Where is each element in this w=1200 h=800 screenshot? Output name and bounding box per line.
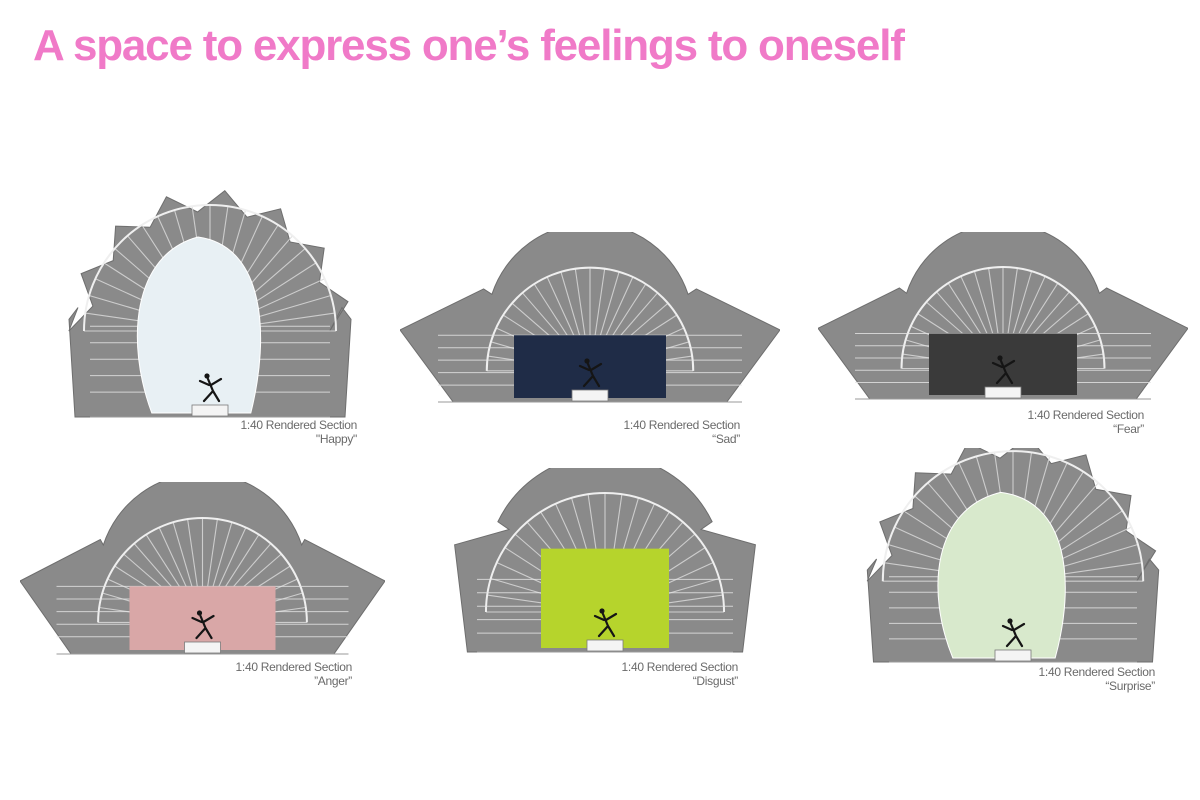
section-anger [20,482,385,662]
interior-render [937,491,1066,659]
caption-disgust: 1:40 Rendered Section “Disgust” [586,660,739,688]
dancer-head [196,610,203,616]
caption-sad-emotion: “Sad” [712,432,740,446]
dancer-figure [1001,622,1026,648]
caption-fear-emotion: “Fear” [1113,422,1144,436]
dancer-figure [578,362,603,388]
caption-surprise: 1:40 Rendered Section “Surprise” [1003,665,1156,693]
page-title: A space to express one’s feelings to one… [33,21,905,70]
arch-frame [485,266,695,371]
arch-frame [83,204,337,332]
caption-sad-scale: 1:40 Rendered Section [623,418,741,432]
section-surprise [858,448,1168,670]
dancer-head [1007,618,1013,624]
dancer-head [997,355,1003,361]
caption-disgust-emotion: “Disgust” [692,674,739,688]
dancer-head [584,358,590,364]
arch-frame [484,491,726,613]
arch-frame [97,517,308,623]
caption-surprise-emotion: “Surprise” [1105,679,1155,693]
plinth [571,389,609,402]
caption-disgust-scale: 1:40 Rendered Section [621,660,739,674]
caption-fear: 1:40 Rendered Section “Fear” [992,408,1145,436]
dancer-figure [593,612,618,638]
caption-happy-scale: 1:40 Rendered Section [240,418,358,432]
caption-anger: 1:40 Rendered Section ”Anger” [200,660,353,688]
surprise-section-drawing [866,448,1160,663]
caption-sad: 1:40 Rendered Section “Sad” [588,418,741,446]
dancer-head [204,373,210,379]
dancer-figure [198,377,223,403]
caption-fear-scale: 1:40 Rendered Section [1027,408,1145,422]
dancer-figure [191,614,215,640]
caption-happy-emotion: "Happy" [315,432,357,446]
section-happy [60,190,360,425]
disgust-section-drawing [454,468,756,653]
dancer-head [599,608,605,614]
anger-section-drawing [20,482,385,655]
section-fear [818,232,1188,407]
plinth [984,386,1022,399]
dancer-figure [991,359,1016,385]
interior-render [541,548,669,648]
fear-section-drawing [818,232,1188,400]
caption-surprise-scale: 1:40 Rendered Section [1038,665,1156,679]
interior-render [136,236,262,414]
sad-section-drawing [400,232,780,403]
caption-anger-scale: 1:40 Rendered Section [235,660,353,674]
section-disgust [445,468,765,660]
plinth [184,641,221,654]
plinth [191,404,229,417]
caption-happy: 1:40 Rendered Section "Happy" [205,418,358,446]
happy-section-drawing [68,190,352,418]
plinth [586,639,624,652]
caption-anger-emotion: ”Anger” [314,674,352,688]
arch-frame [881,450,1145,582]
section-sad [400,232,780,410]
arch-frame [900,266,1106,369]
plinth [994,649,1032,662]
